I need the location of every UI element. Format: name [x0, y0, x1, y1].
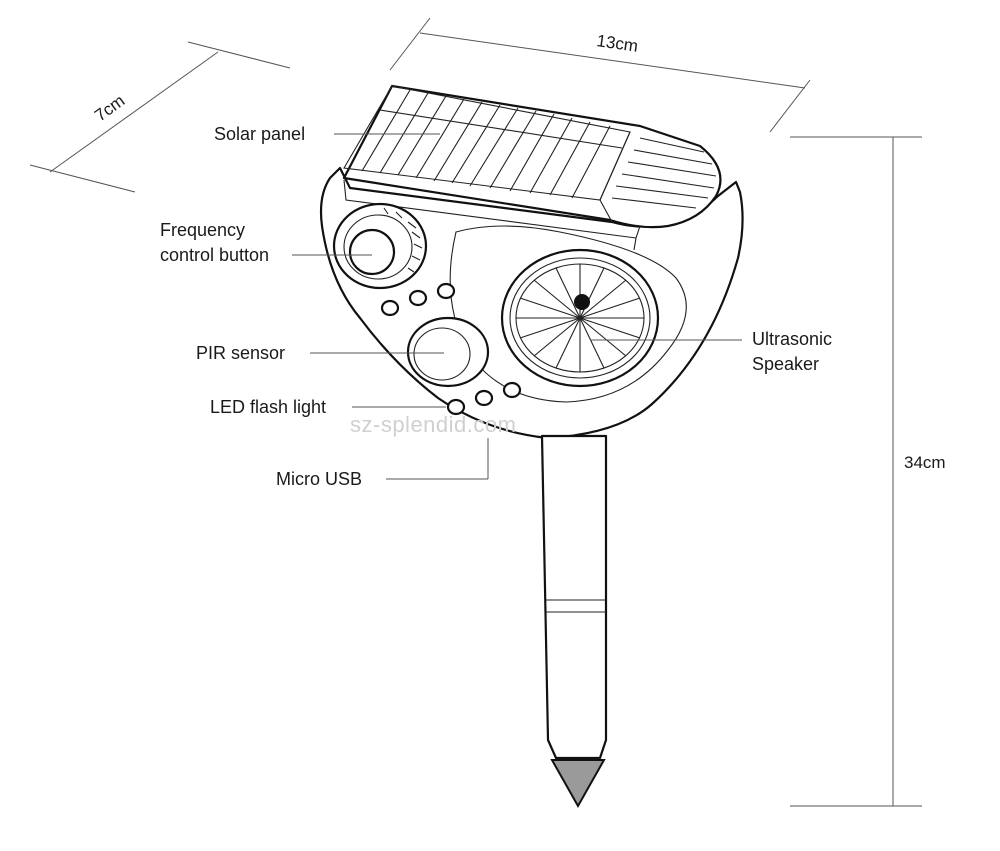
- solar-panel-label: Solar panel: [214, 124, 305, 144]
- watermark: sz-splendid.com: [350, 412, 516, 437]
- solar-cells: [361, 89, 623, 199]
- frequency-label-line2: control button: [160, 245, 269, 265]
- vent-slats: [611, 137, 717, 209]
- dimension-height: 34cm: [790, 136, 946, 807]
- width-label: 13cm: [595, 31, 639, 56]
- led-row-top: [380, 282, 456, 317]
- height-label: 34cm: [904, 453, 946, 472]
- led-row-bottom: [446, 381, 522, 416]
- pir-sensor-lens: [406, 316, 490, 388]
- ultrasonic-label-line1: Ultrasonic: [752, 329, 832, 349]
- ultrasonic-label-line2: Speaker: [752, 354, 819, 374]
- ground-stake: [540, 434, 608, 809]
- frequency-knob: [332, 202, 428, 290]
- ultrasonic-speaker: [500, 248, 660, 388]
- dimension-depth: 7cm: [29, 41, 291, 193]
- device-illustration: [319, 84, 744, 809]
- led-flash-light-label: LED flash light: [210, 397, 326, 417]
- callouts: [292, 133, 742, 480]
- pir-sensor-label: PIR sensor: [196, 343, 285, 363]
- frequency-label-line1: Frequency: [160, 220, 245, 240]
- micro-usb-label: Micro USB: [276, 469, 362, 489]
